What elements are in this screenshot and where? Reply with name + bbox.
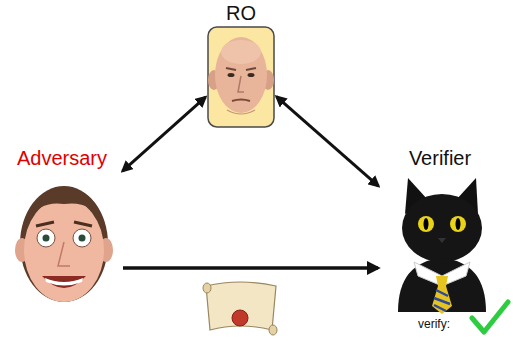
node-heading: RO — [207, 2, 275, 25]
verifier-cat — [398, 178, 486, 314]
arrow-connector — [277, 97, 379, 186]
arrow-connector — [122, 97, 205, 171]
actor-node: RO — [207, 2, 275, 129]
node-heading: Adversary — [3, 147, 121, 170]
actor-node: Verifier verify: — [380, 145, 500, 335]
status-label: verify: — [418, 318, 450, 332]
node-heading: Verifier — [380, 147, 500, 170]
actor-node: Adversary — [3, 145, 121, 305]
check-mark — [472, 302, 508, 332]
signature-scroll — [203, 282, 277, 335]
adversary-face — [15, 186, 113, 302]
oracle-face — [208, 37, 274, 114]
oracle-box — [208, 27, 274, 127]
arrow-connector — [123, 266, 378, 270]
